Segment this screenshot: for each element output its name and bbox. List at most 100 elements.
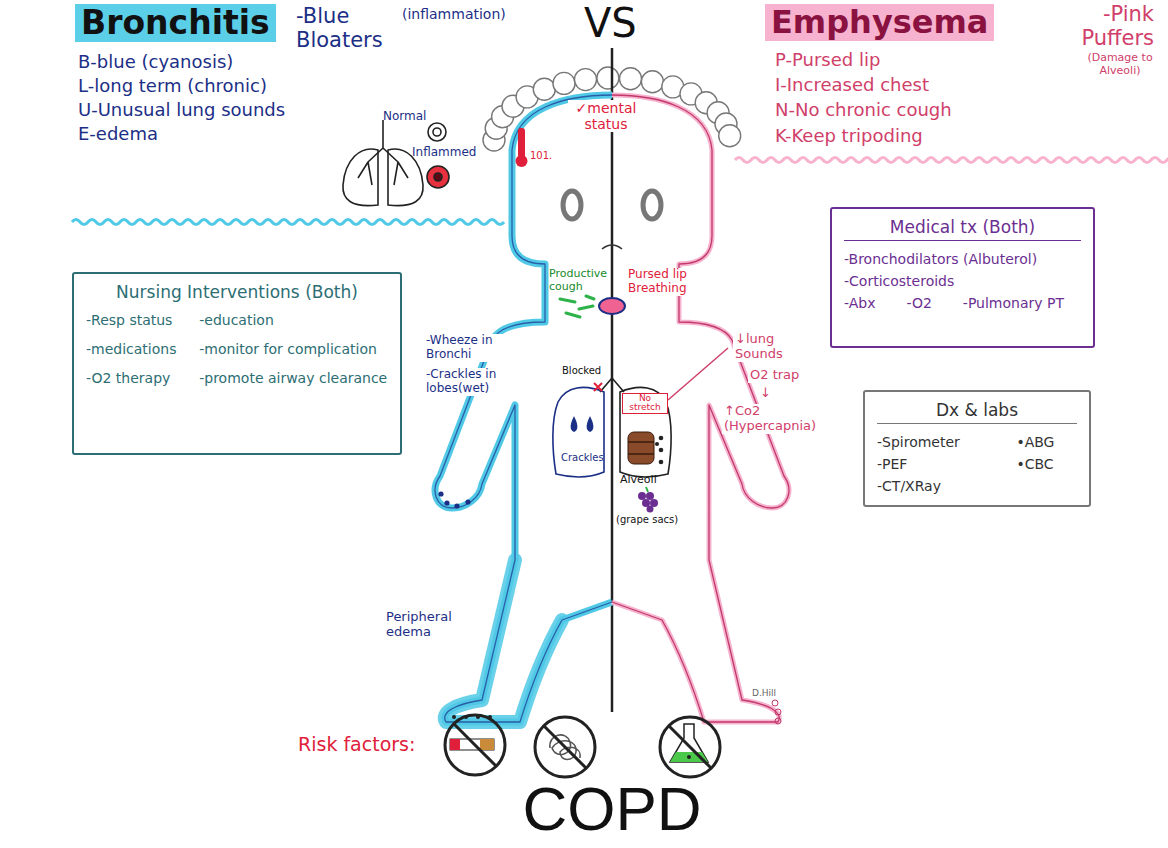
note-text: (Damage to Alveoli) <box>1080 52 1160 77</box>
list-item: -Abx <box>844 295 892 312</box>
mnemonic-line: P-Pursed lip <box>775 50 880 71</box>
blue-body-half-part <box>435 95 612 722</box>
edema-highlight <box>445 560 562 722</box>
mnemonic-line: K-Keep tripoding <box>775 126 923 147</box>
mnemonic-line: N-No chronic cough <box>775 100 952 121</box>
chest-lungs-part <box>571 416 578 432</box>
chest-lungs-part <box>646 487 648 492</box>
list-item: -CT/XRay <box>877 478 982 495</box>
heading-highlight: Emphysema <box>765 4 994 41</box>
lung-sketch-part <box>343 149 378 206</box>
face-part <box>643 191 661 219</box>
list-item: -Resp status <box>86 312 177 329</box>
lung-sketch-part <box>433 128 441 136</box>
blue-body-half-part <box>452 715 456 719</box>
lung-sketch-part <box>434 173 442 181</box>
callout-text: Blocked <box>560 365 603 377</box>
chest-lungs-part <box>600 378 624 392</box>
mnemonic-line: U-Unusual lung sounds <box>78 100 285 121</box>
item-list: -Resp status-medications-O2 therapy-educ… <box>86 312 388 386</box>
risk-heading: Risk factors: <box>298 734 415 756</box>
risk-icons-part <box>669 726 711 768</box>
labs-box: Dx & labs-Spirometer-PEF-CT/XRay•ABG•CBC <box>863 390 1091 507</box>
chest-lungs-part <box>594 383 602 391</box>
hair-curl <box>641 71 663 93</box>
chest-lungs-part <box>553 387 604 476</box>
item-list: -Bronchodilators (Albuterol) -Corticoster… <box>844 251 1081 311</box>
list-item: -Pulmonary PT <box>963 295 1081 312</box>
box-heading: Nursing Interventions (Both) <box>86 282 388 302</box>
risk-icons <box>445 715 720 777</box>
pink-body-half-part <box>772 700 778 706</box>
callout-text: (grape sacs) <box>616 514 678 526</box>
risk-icons-part <box>454 724 496 766</box>
item-list: -Spirometer-PEF-CT/XRay•ABG•CBC <box>877 434 1077 494</box>
list-item: -Spirometer <box>877 434 982 451</box>
chest-lungs-part <box>659 460 664 465</box>
risk-icons-part <box>670 724 708 762</box>
risk-icons-part <box>535 717 595 777</box>
wavy-divider <box>72 220 504 225</box>
hair-curl <box>553 72 575 94</box>
pink-body-half-part <box>775 709 781 715</box>
callout-text: 101. <box>530 150 552 162</box>
chest-lungs-part <box>646 492 654 500</box>
pink-body-half-part <box>775 718 781 724</box>
heading-highlight: Bronchitis <box>75 4 276 42</box>
callout-text: ✓mental status <box>568 100 644 132</box>
wavy-divider <box>735 158 1168 163</box>
chest-lungs-part <box>628 442 654 454</box>
blue-body-half-part <box>465 499 470 504</box>
callout-box-text: No stretch <box>622 393 668 414</box>
sketch-label: Normal <box>383 110 426 124</box>
list-item: -Corticosteroids <box>844 273 1081 290</box>
callout-text: Crackles <box>561 452 604 464</box>
signature-text: D.Hill <box>752 688 776 698</box>
list-item: -Bronchodilators (Albuterol) <box>844 251 1081 268</box>
nickname-text: -Pink Puffers <box>1032 2 1154 50</box>
lung-sketch <box>343 120 449 206</box>
face-part <box>516 155 528 167</box>
blue-body-half <box>435 95 612 722</box>
callout-text: ↓ <box>758 386 773 401</box>
chest-lungs-part <box>659 448 664 453</box>
hair-curl <box>533 78 555 100</box>
hair-curl <box>620 68 642 90</box>
lung-sketch-part <box>427 166 449 188</box>
blue-body-half-part <box>435 95 612 722</box>
blue-body-half-part <box>444 500 449 505</box>
callout-text: Alveoli <box>620 474 657 487</box>
callout-text: O2 trap <box>748 368 801 383</box>
lung-sketch-part <box>358 120 408 185</box>
chest-lungs-part <box>668 348 728 400</box>
mnemonic-line: B-blue (cyanosis) <box>78 52 233 73</box>
risk-icons-part <box>687 755 691 759</box>
list-item: -O2 <box>906 295 948 312</box>
risk-icons-part <box>660 717 720 777</box>
hair-curl <box>719 125 741 147</box>
callout-text: -Crackles in lobes(wet) <box>424 368 510 396</box>
treatment-box: Medical tx (Both) -Bronchodilators (Albut… <box>830 207 1095 348</box>
sketch-label: Inflammed <box>412 146 476 160</box>
chest-lungs-part <box>647 506 654 513</box>
box-heading: Medical tx (Both) <box>844 217 1081 241</box>
list-item: -promote airway clearance <box>199 370 388 387</box>
face-part <box>518 128 525 158</box>
list-item: -PEF <box>877 456 982 473</box>
diagram-title: COPD <box>462 778 762 840</box>
list-item: -O2 therapy <box>86 370 177 387</box>
chest-lungs-part <box>659 436 664 441</box>
chest-lungs-part <box>638 492 646 500</box>
face-part <box>599 298 625 314</box>
face-part <box>560 296 594 317</box>
nickname-text: -Blue Bloaters <box>296 4 391 52</box>
chest-lungs-part <box>655 442 659 446</box>
list-item: •CBC <box>1016 456 1077 473</box>
list-item: -education <box>199 312 388 329</box>
mnemonic-line: L-long term (chronic) <box>78 76 267 97</box>
pink-body-half-part <box>620 387 671 476</box>
versus-text: VS <box>584 0 637 46</box>
mnemonic-line: I-Increased chest <box>775 75 929 96</box>
callout-text: Peripheral edema <box>386 610 460 640</box>
